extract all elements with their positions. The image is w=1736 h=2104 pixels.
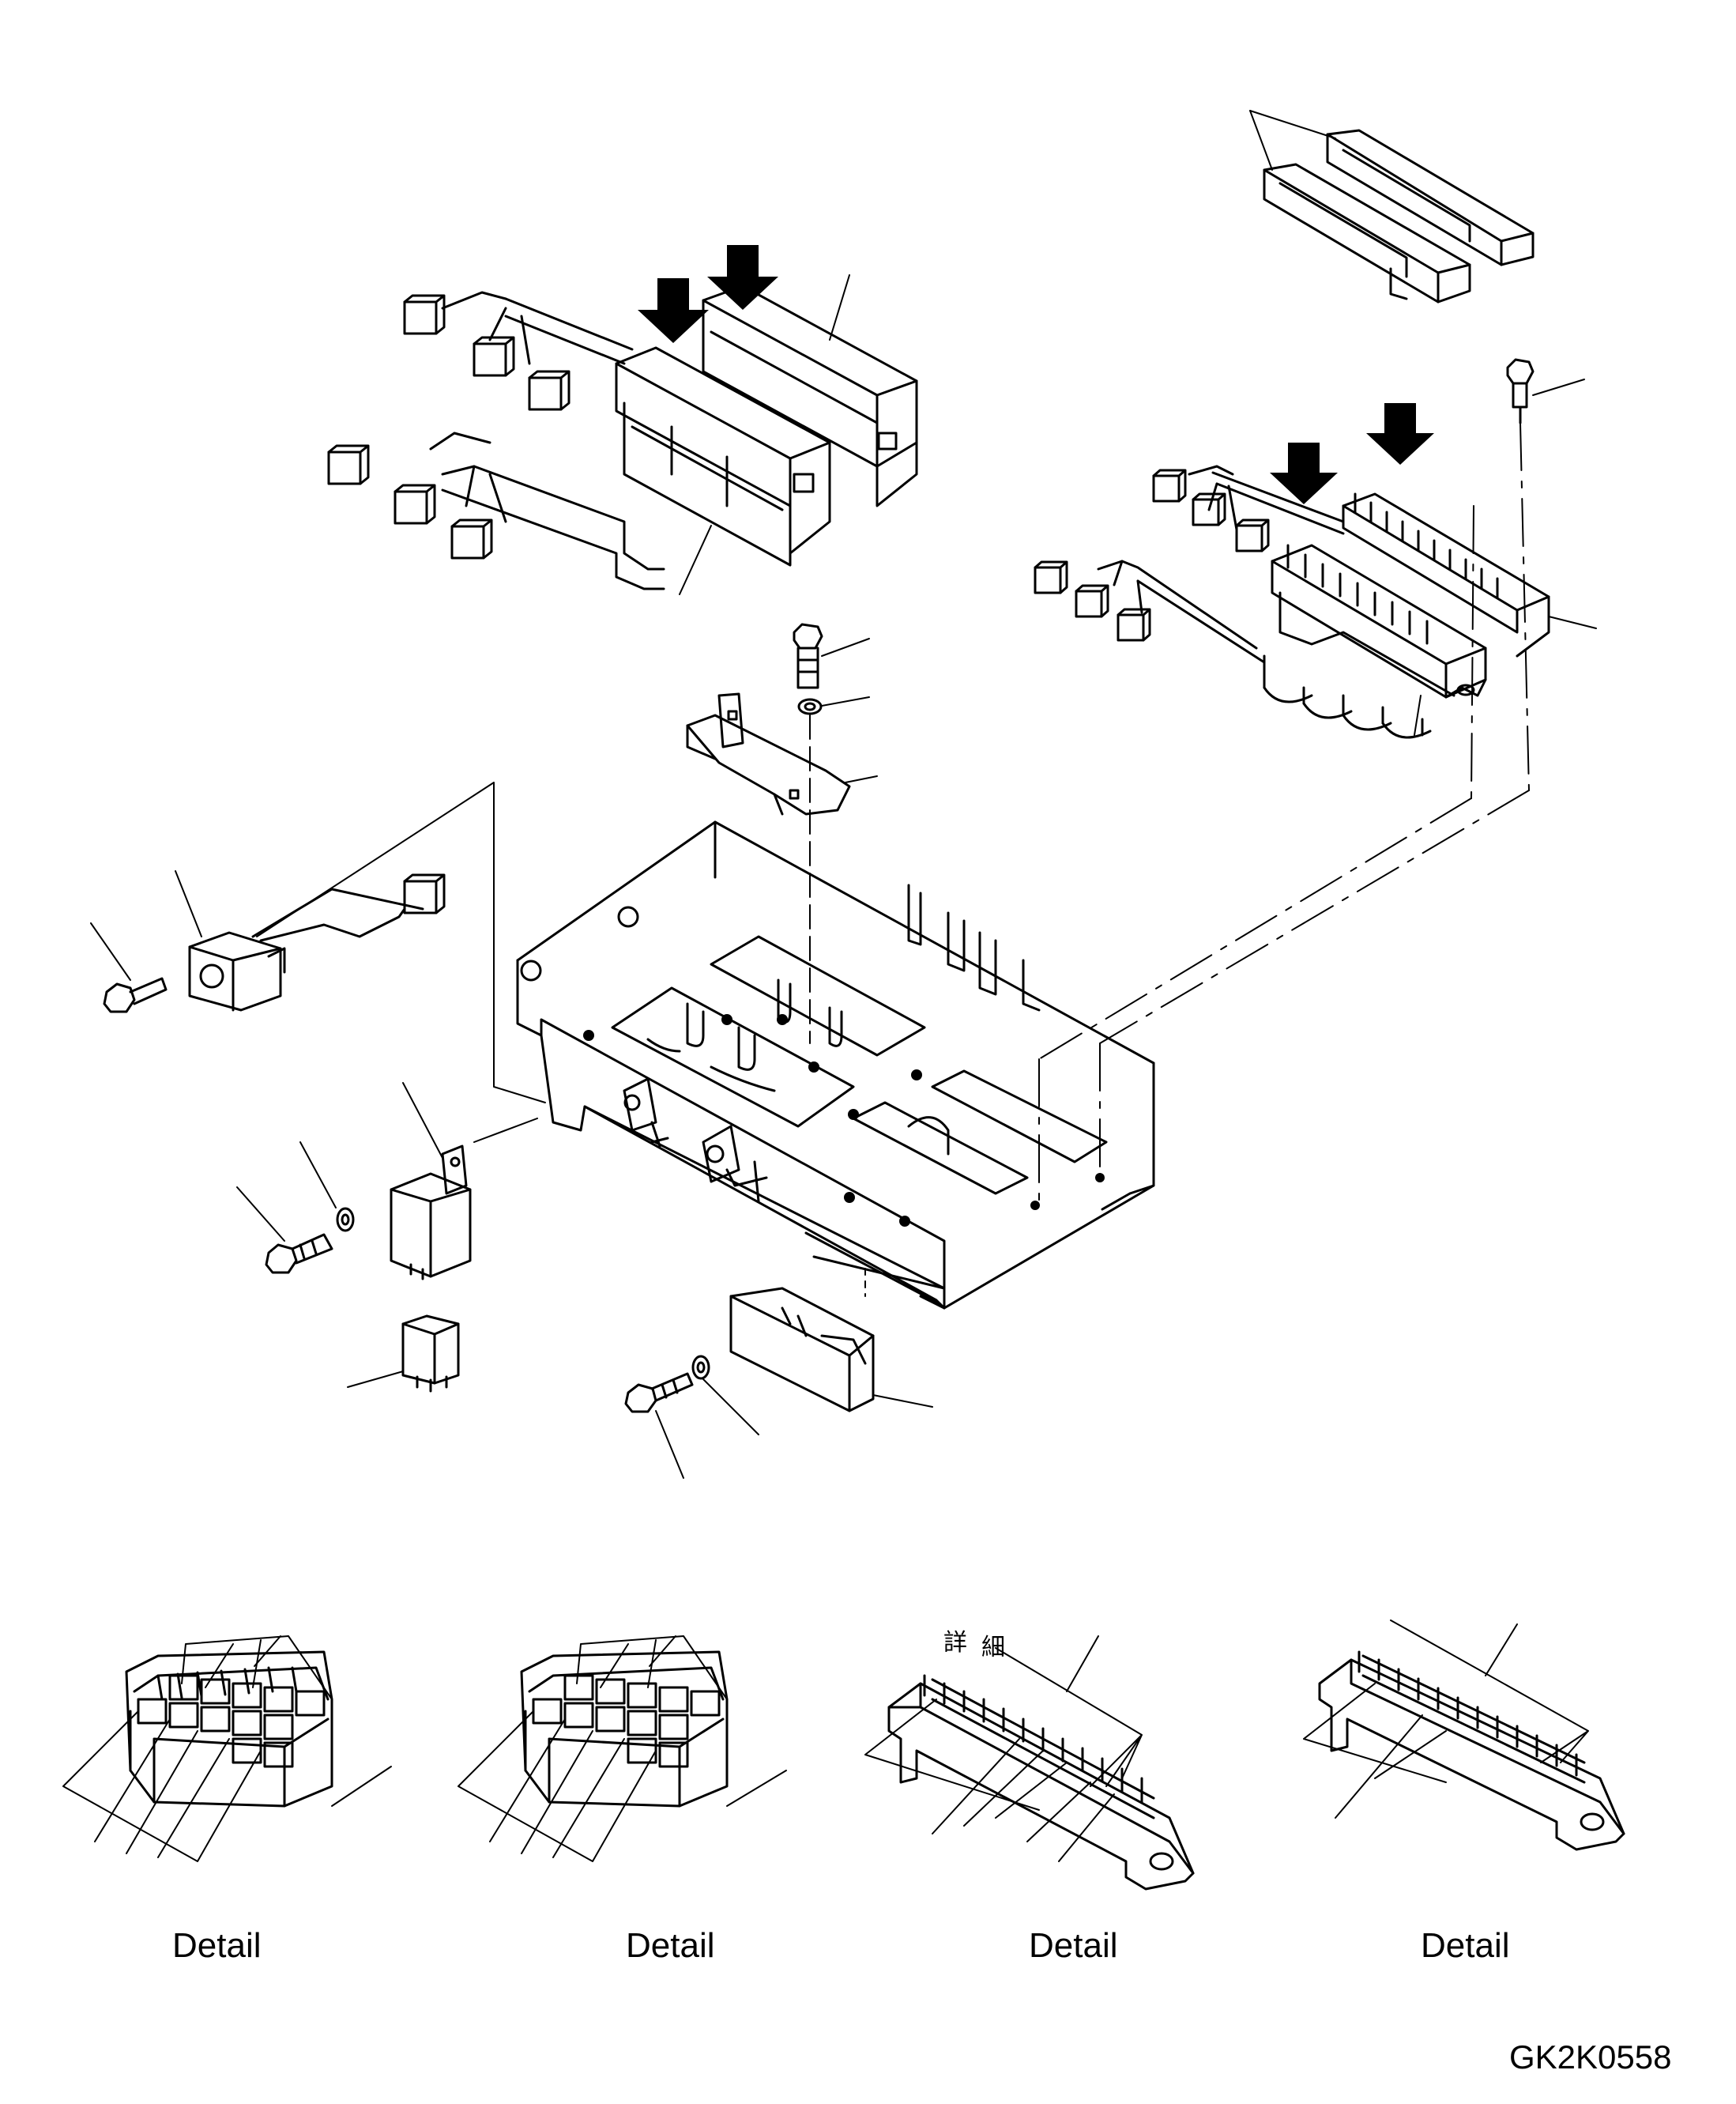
- relay-box-harness-lower: [429, 432, 665, 590]
- plate-side-parts: [623, 1077, 768, 1203]
- detail-3-leaders: [864, 1635, 1143, 1862]
- bolt-icon: [793, 623, 823, 689]
- detail-label-4: Detail: [1421, 1926, 1510, 1965]
- bracket-icon: [686, 692, 851, 816]
- mounting-plate-icon: [516, 820, 1155, 1310]
- detail-kanji-1: 詳: [943, 1629, 967, 1657]
- plate-cutout-center: [710, 935, 926, 1057]
- buzzer-leaders: [90, 782, 546, 1103]
- harness-connectors-lower: [327, 444, 493, 560]
- bolt-icon: [624, 1372, 694, 1413]
- detail-label-2: Detail: [626, 1926, 715, 1965]
- fuse-harness-upper: [1188, 465, 1345, 535]
- alignment-dash-lines: [1038, 422, 1530, 1210]
- controller-leaders: [655, 1268, 933, 1479]
- bracket-leaders: [809, 638, 878, 1044]
- plate-cutout-left: [611, 986, 855, 1128]
- detail-view-4: [1318, 1650, 1625, 1851]
- figure-code: GK2K0558: [1509, 2038, 1672, 2076]
- plate-holes: [583, 1014, 1105, 1227]
- buzzer-icon: [188, 931, 286, 1012]
- fuse-cover-pair: [1263, 129, 1535, 304]
- plate-cutout-right: [852, 1069, 1108, 1195]
- bolt-icon: [265, 1233, 333, 1274]
- relay-box-leaders: [679, 274, 850, 595]
- detail-1-leaders: [62, 1635, 392, 1862]
- fuse-connectors-upper: [1152, 469, 1270, 552]
- fuse-box-leaders: [1414, 379, 1597, 736]
- relay-icon: [401, 1314, 460, 1393]
- detail-view-3: [887, 1674, 1195, 1891]
- relay-box-harness-upper: [441, 291, 634, 365]
- harness-connectors-upper: [403, 294, 571, 411]
- arrow-down-icon: [638, 245, 778, 343]
- bolt-icon: [1506, 358, 1535, 424]
- detail-label-1: Detail: [172, 1926, 262, 1965]
- washer-icon: [691, 1355, 710, 1380]
- fuse-box-front: [1271, 544, 1487, 699]
- detail-view-2: [520, 1650, 729, 1808]
- detail-4-leaders: [1303, 1619, 1589, 1819]
- detail-view-1: [125, 1650, 333, 1808]
- relay-leaders: [236, 1082, 538, 1388]
- fuse-box-rear: [1342, 492, 1550, 658]
- bolt-icon: [103, 977, 168, 1013]
- washer-icon: [797, 698, 823, 715]
- relay-box-front: [615, 346, 831, 567]
- relay-box-rear: [702, 285, 918, 507]
- connector-icon: [403, 873, 446, 914]
- arrow-down-icon: [1270, 403, 1434, 504]
- relay-icon: [390, 1144, 472, 1280]
- detail-2-leaders: [458, 1635, 787, 1862]
- buzzer-harness: [251, 888, 424, 942]
- washer-icon: [336, 1207, 355, 1232]
- detail-label-3: Detail: [1029, 1926, 1118, 1965]
- fuse-harness-lower: [1097, 560, 1432, 739]
- cover-leader-lines: [1249, 110, 1336, 171]
- controller-icon: [729, 1287, 875, 1412]
- detail-kanji-2: 細: [981, 1634, 1005, 1661]
- fuse-connectors-lower: [1034, 560, 1151, 642]
